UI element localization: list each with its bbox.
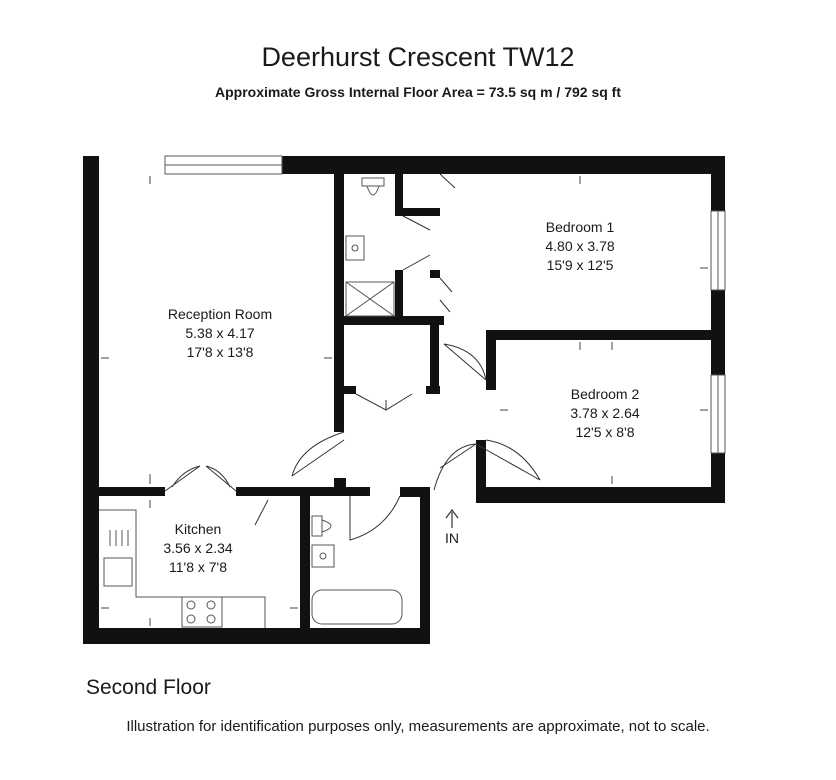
ensuite-shower: [345, 281, 395, 317]
bedroom-hall-door: [443, 343, 487, 381]
room-name: Bedroom 1: [545, 219, 615, 235]
room-imperial: 11'8 x 7'8: [168, 559, 228, 575]
floor-label: Second Floor: [86, 676, 211, 699]
entrance-label: IN: [445, 530, 459, 546]
bathroom-door: [349, 495, 401, 541]
bath-left-wall: [300, 487, 370, 496]
entrance-arrow-icon: [445, 509, 459, 528]
bedroom2-bottom-wall: [476, 487, 725, 503]
room-label-bedroom-2: Bedroom 2 3.78 x 2.64 12'5 x 8'8: [545, 385, 665, 442]
kitchen-door: [164, 465, 237, 492]
ensuite-right-notch: [430, 270, 440, 278]
floor-area-subtitle: Approximate Gross Internal Floor Area = …: [215, 84, 621, 100]
kitchen-side-door: [254, 499, 269, 526]
bottom-wall: [83, 628, 428, 644]
right-wall-top: [711, 156, 725, 211]
top-wall-right: [282, 156, 725, 174]
cupboard-doors: [355, 393, 413, 411]
bedroom1-cupboard-door: [439, 173, 456, 313]
ensuite-right-wall-top: [395, 174, 403, 216]
reception-right-wall: [334, 174, 344, 432]
entrance-door: [433, 443, 477, 491]
kitchen-sink: [103, 557, 133, 587]
windows: [164, 155, 726, 454]
doors: [164, 173, 541, 541]
bathroom-wc: [311, 515, 332, 537]
room-name: Kitchen: [174, 521, 222, 537]
room-metric: 4.80 x 3.78: [545, 238, 615, 254]
room-name: Bedroom 2: [570, 386, 640, 402]
room-label-bedroom-1: Bedroom 1 4.80 x 3.78 15'9 x 12'5: [520, 218, 640, 275]
bedroom2-left-wall-top: [486, 330, 496, 390]
ensuite-right-stub: [395, 208, 440, 216]
cupboard-right-wall: [430, 316, 439, 386]
ensuite-basin: [345, 235, 365, 261]
kitchen-right-wall: [300, 496, 310, 644]
reception-bottom-wall-right: [236, 487, 346, 496]
ensuite-bottom-wall: [334, 316, 444, 325]
hall-right-wall: [420, 487, 430, 644]
plan-title: Deerhurst Crescent TW12: [261, 42, 575, 72]
room-label-kitchen: Kitchen 3.56 x 2.34 11'8 x 7'8: [143, 520, 253, 577]
ensuite-door: [402, 215, 431, 271]
bathroom-basin: [311, 544, 335, 568]
hall-right-stub: [400, 487, 430, 497]
bathroom-bath: [311, 589, 403, 625]
room-metric: 3.56 x 2.34: [163, 540, 233, 556]
ensuite-wc: [361, 177, 385, 196]
room-imperial: 17'8 x 13'8: [186, 344, 254, 360]
bedroom2-door: [475, 439, 541, 481]
left-wall: [83, 156, 99, 644]
cupboard-bottom-stub-left: [344, 386, 356, 394]
bedroom2-top-wall: [486, 330, 725, 340]
reception-door: [291, 431, 345, 477]
reception-bottom-wall-left: [83, 487, 165, 496]
fixtures: [99, 177, 403, 628]
cupboard-bottom-stub-right: [426, 386, 440, 394]
walls: [83, 156, 725, 644]
disclaimer: Illustration for identification purposes…: [126, 718, 710, 735]
room-label-reception: Reception Room 5.38 x 4.17 17'8 x 13'8: [150, 305, 290, 362]
room-imperial: 12'5 x 8'8: [575, 424, 635, 440]
kitchen-drainer: [109, 530, 129, 546]
room-imperial: 15'9 x 12'5: [546, 257, 614, 273]
kitchen-hob: [181, 596, 223, 628]
room-name: Reception Room: [167, 306, 273, 322]
dimension-marks: [101, 176, 708, 626]
bedroom2-left-wall-bottom: [476, 440, 486, 503]
kitchen-worktop: [99, 509, 266, 628]
ensuite-right-wall-bottom: [395, 270, 403, 324]
room-metric: 3.78 x 2.64: [570, 405, 640, 421]
room-metric: 5.38 x 4.17: [185, 325, 255, 341]
